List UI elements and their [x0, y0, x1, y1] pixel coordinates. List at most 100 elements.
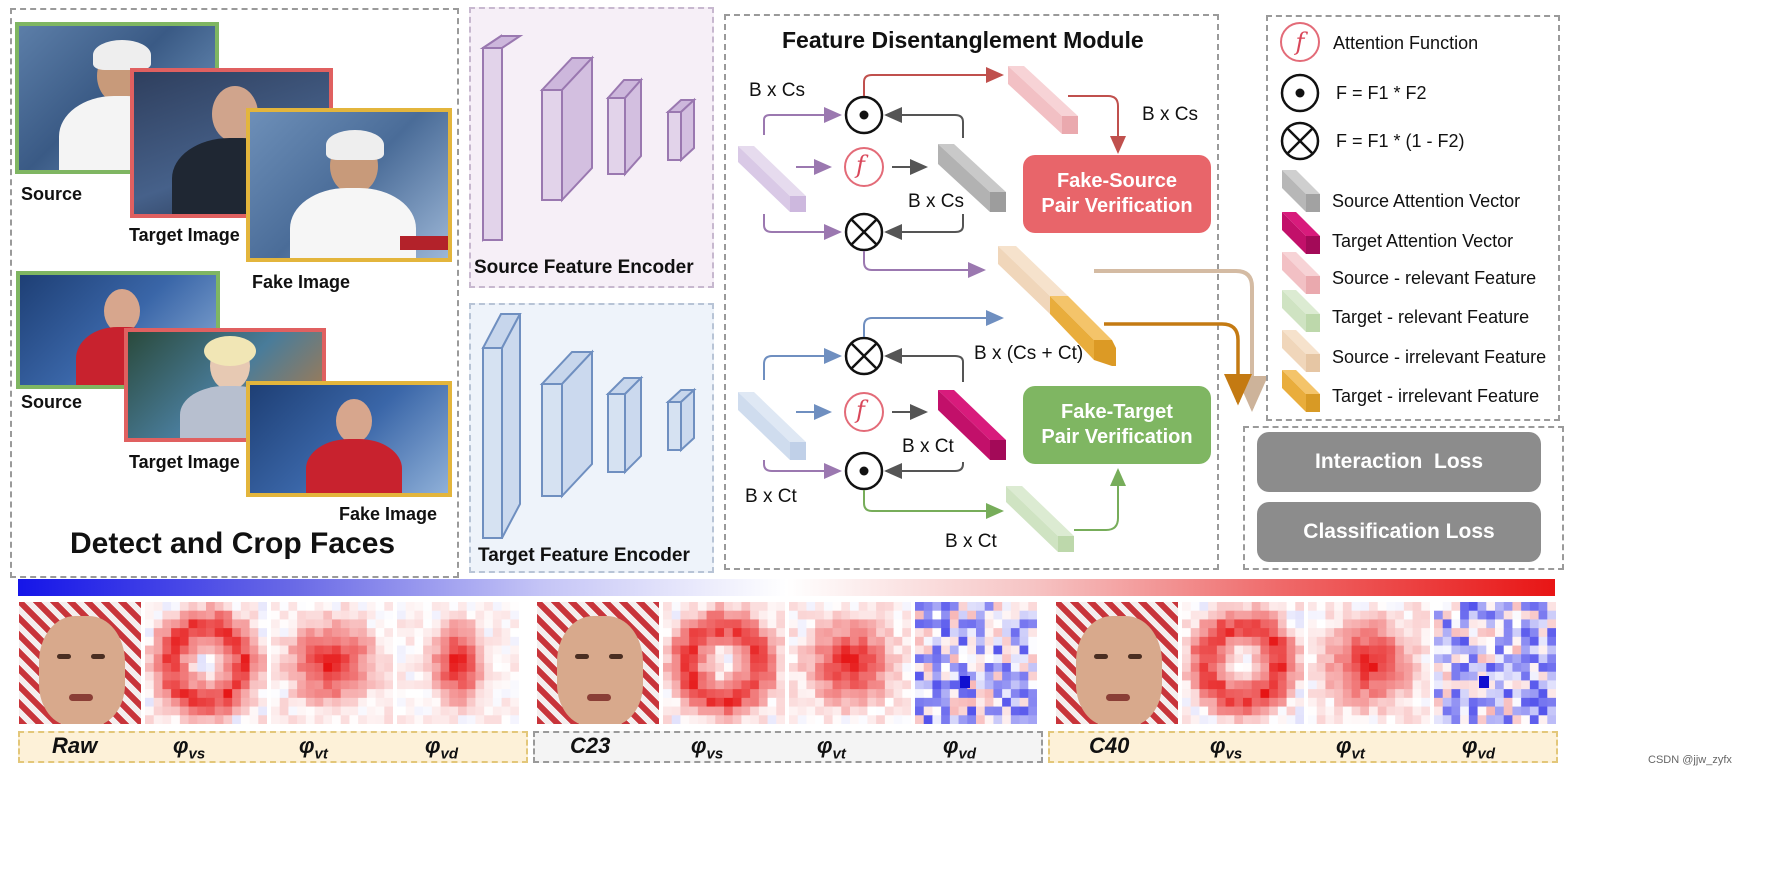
heatmap-cell [680, 680, 690, 690]
heatmap-cell [271, 619, 281, 629]
heatmap-cell [984, 619, 994, 629]
heatmap-cell [967, 610, 977, 620]
heatmap-cell [663, 663, 673, 673]
heatmap-cell [1395, 689, 1405, 699]
heatmap-tile [915, 602, 1037, 724]
heatmap-cell [240, 697, 251, 708]
heatmap-cell [314, 671, 324, 681]
heatmap-cell [366, 619, 377, 629]
heatmap-cell [1386, 602, 1396, 612]
heatmap-cell [1386, 610, 1396, 620]
face-crop [537, 602, 659, 724]
heatmap-cell [1325, 654, 1335, 664]
heatmap-cell [697, 706, 708, 716]
heatmap-cell [510, 715, 519, 724]
heatmap-cell [1503, 706, 1513, 716]
heatmap-cell [1277, 654, 1288, 664]
heatmap-cell [314, 697, 324, 708]
heatmap-cell [384, 697, 393, 708]
heatmap-cell [288, 697, 298, 708]
heatmap-cell [1495, 602, 1505, 612]
heatmap-cell [366, 654, 377, 664]
heatmap-cell [1199, 619, 1209, 629]
heatmap-cell [188, 680, 198, 690]
heatmap-cell [884, 645, 895, 655]
heatmap-cell [1269, 715, 1279, 724]
heatmap-cell [358, 636, 368, 647]
heatmap-cell [758, 663, 769, 673]
heatmap-cell [689, 636, 699, 647]
heatmap-cell [340, 697, 350, 708]
heatmap-cell [501, 671, 511, 681]
heatmap-cell [1260, 697, 1270, 708]
heatmap-cell [893, 654, 903, 664]
heatmap-cell [715, 697, 725, 708]
heatmap-cell [162, 689, 172, 699]
cross-node-source [844, 212, 884, 252]
heatmap-cell [1468, 663, 1479, 673]
heatmap-cell [162, 636, 172, 647]
heatmap-cell [1334, 715, 1344, 724]
legend-label-8: Target - irrelevant Feature [1332, 386, 1540, 406]
heatmap-cell [271, 671, 281, 681]
heatmap-cell [466, 689, 476, 699]
heatmap-cell [1403, 636, 1414, 647]
heatmap-cell [458, 680, 468, 690]
heatmap-cell [815, 680, 825, 690]
heatmap-cell [1412, 619, 1422, 629]
heatmap-cell [153, 689, 163, 699]
heatmap-cell [366, 645, 377, 655]
heatmap-cell [1216, 610, 1227, 620]
heatmap-cell [1521, 619, 1531, 629]
heatmap-cell [1442, 671, 1452, 681]
heatmap-cell [484, 654, 494, 664]
heatmap-cell [1225, 706, 1235, 716]
heatmap-cell [1190, 715, 1200, 724]
heatmap-cell [305, 715, 316, 724]
heatmap-tile [1182, 602, 1304, 724]
heatmap-cell [1360, 636, 1370, 647]
heatmap-cell [867, 636, 877, 647]
heatmap-cell [1503, 610, 1513, 620]
heatmap-cell [1316, 706, 1326, 716]
heatmap-cell [932, 654, 942, 664]
heatmap-cell [1486, 619, 1496, 629]
heatmap-cell [358, 619, 368, 629]
heatmap-cell [314, 715, 324, 724]
heatmap-cell [366, 628, 377, 638]
group-caption: Raw [52, 733, 98, 758]
heatmap-cell [1386, 619, 1396, 629]
heatmap-cell [1028, 602, 1037, 612]
heatmap-cell [162, 663, 172, 673]
heatmap-cell [767, 671, 777, 681]
heatmap-cell [671, 628, 681, 638]
heatmap-cell [1334, 697, 1344, 708]
heatmap-cell [1529, 680, 1540, 690]
heatmap-cell [1182, 715, 1192, 724]
heatmap-cell [466, 645, 476, 655]
orange-block-icon [1282, 370, 1320, 412]
heatmap-cell [297, 602, 307, 612]
heatmap-cell [1421, 636, 1430, 647]
heatmap-cell [949, 610, 960, 620]
heatmap-cell [349, 645, 359, 655]
heatmap-cell [724, 619, 734, 629]
heatmap-cell [1395, 663, 1405, 673]
heatmap-cell [797, 645, 807, 655]
heatmap-cell [1442, 602, 1452, 612]
heatmap-cell [884, 610, 895, 620]
heatmap-cell [680, 602, 690, 612]
heatmap-cell [405, 671, 415, 681]
heatmap-cell [358, 671, 368, 681]
heatmap-cell [689, 680, 699, 690]
heatmap-cell [1421, 610, 1430, 620]
heatmap-cell [1468, 654, 1479, 664]
heatmap-cell [1251, 663, 1261, 673]
heatmap-cell [1360, 680, 1370, 690]
heatmap-cell [1225, 610, 1235, 620]
heatmap-cell [724, 680, 734, 690]
heatmap-cell [1251, 706, 1261, 716]
heatmap-cell [1434, 636, 1444, 647]
heatmap-cell [1529, 610, 1540, 620]
